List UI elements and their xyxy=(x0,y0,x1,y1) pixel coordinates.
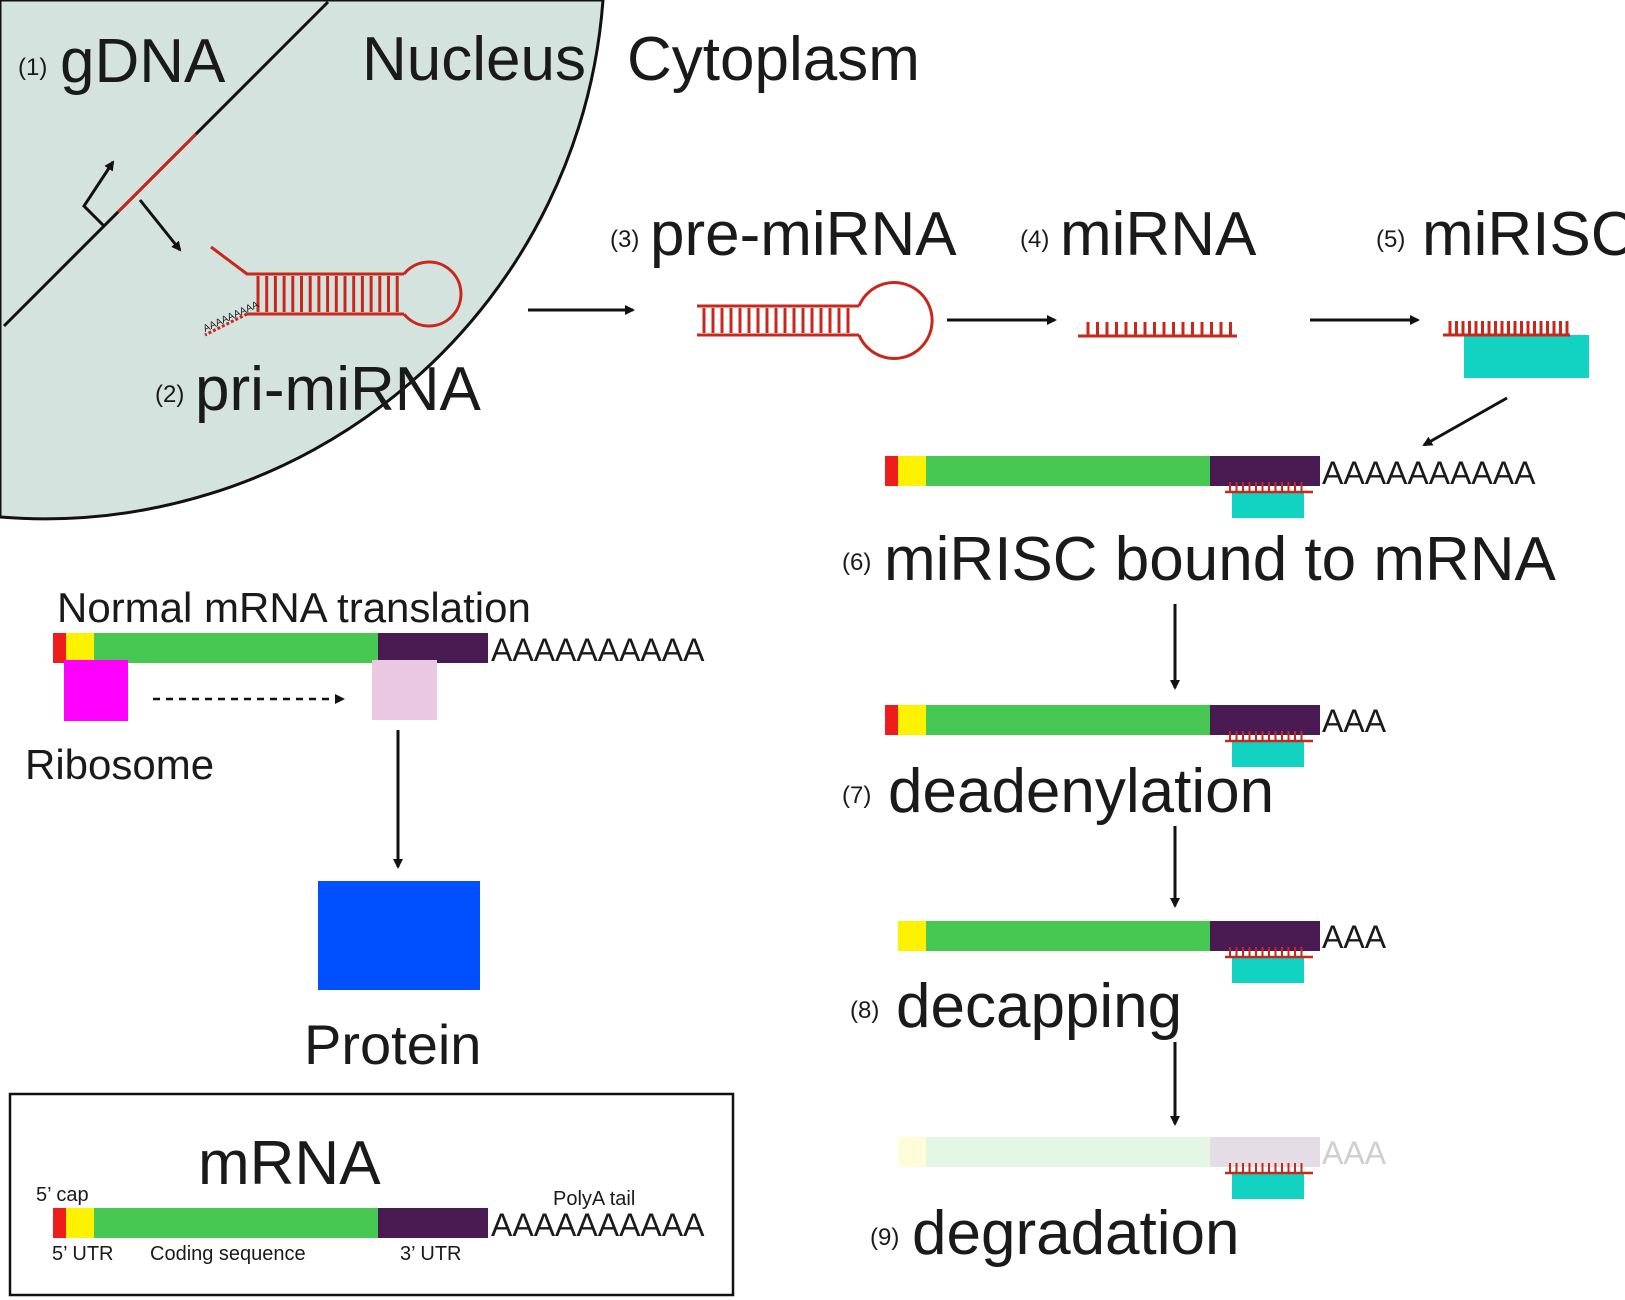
step-7-label: deadenylation xyxy=(888,757,1274,826)
ribosome-end xyxy=(372,660,437,720)
bound-utr5 xyxy=(898,456,926,486)
legend-utr3 xyxy=(378,1208,488,1238)
degraded-utr5 xyxy=(898,1137,926,1167)
deadenylated-cap xyxy=(885,705,898,735)
deadenylated-mrna xyxy=(885,705,1320,767)
bound-mrna xyxy=(885,456,1320,518)
step-7-number: (7) xyxy=(842,782,871,809)
risc-complex xyxy=(1464,335,1589,378)
pri-mirna-rungs xyxy=(256,276,399,312)
step-8-label: decapping xyxy=(896,972,1182,1041)
step-5-label: miRISC xyxy=(1422,200,1625,269)
pre-mirna-hairpin xyxy=(697,281,934,360)
legend-cap-label: 5’ cap xyxy=(36,1184,89,1206)
step-1-label: gDNA xyxy=(60,27,226,96)
step-2-label: pri-miRNA xyxy=(195,355,482,424)
protein-block xyxy=(318,881,480,990)
decapped-mrna xyxy=(898,921,1320,983)
step-3-label: pre-miRNA xyxy=(650,200,957,269)
bound-utr3 xyxy=(1210,456,1320,486)
decapped-utr5 xyxy=(898,921,926,951)
normal-polyA: AAAAAAAAAA xyxy=(491,632,705,668)
decapped-polyA: AAA xyxy=(1322,919,1387,955)
step-4-number: (4) xyxy=(1020,226,1049,253)
ribosome-start xyxy=(64,660,128,721)
deadenylated-mirna-teeth xyxy=(1229,731,1303,741)
nucleus-label: Nucleus xyxy=(362,25,586,94)
mrna-legend-box xyxy=(8,1092,735,1297)
decapped-mirna-teeth xyxy=(1229,947,1303,957)
deadenylated-cds xyxy=(926,705,1210,735)
pri-mirna-hairpin xyxy=(204,245,463,337)
normal-cap xyxy=(53,633,66,663)
bound-risc xyxy=(1232,492,1304,518)
legend-polyA: AAAAAAAAAA xyxy=(491,1207,705,1243)
decapped-risc xyxy=(1232,957,1304,983)
binding-arrow xyxy=(1422,396,1508,447)
decapped-cds xyxy=(926,921,1210,951)
normal-translation-title: Normal mRNA translation xyxy=(57,584,531,631)
ribosome-label: Ribosome xyxy=(25,741,214,788)
degraded-mirna-teeth xyxy=(1229,1163,1303,1173)
gene-segment xyxy=(116,132,198,214)
degraded-polyA: AAA xyxy=(1322,1135,1387,1171)
degraded-cds xyxy=(926,1137,1210,1167)
degraded-risc xyxy=(1232,1173,1304,1199)
legend-utr5-label: 5’ UTR xyxy=(52,1243,113,1265)
step-9-number: (9) xyxy=(870,1224,899,1251)
legend-title: mRNA xyxy=(198,1129,381,1198)
step-6-label: miRISC bound to mRNA xyxy=(884,525,1557,594)
risc-mirna-teeth xyxy=(1448,321,1569,335)
cytoplasm-label: Cytoplasm xyxy=(627,25,920,94)
step-5-number: (5) xyxy=(1376,226,1405,253)
legend-cds xyxy=(94,1208,378,1238)
deadenylated-polyA: AAA xyxy=(1322,703,1387,739)
step-6-number: (6) xyxy=(842,549,871,576)
legend-cap xyxy=(53,1208,66,1238)
bound-polyA: AAAAAAAAAA xyxy=(1322,455,1536,491)
degraded-mrna xyxy=(898,1137,1320,1199)
step-9-label: degradation xyxy=(912,1199,1240,1268)
bound-mirna-teeth xyxy=(1229,482,1303,492)
legend-cds-label: Coding sequence xyxy=(150,1243,306,1265)
nucleus-region xyxy=(0,0,605,521)
normal-mrna xyxy=(53,633,488,663)
bound-cds xyxy=(926,456,1210,486)
degraded-utr3 xyxy=(1210,1137,1320,1167)
step-1-number: (1) xyxy=(18,54,47,81)
step-2-number: (2) xyxy=(155,381,184,408)
pre-mirna-rungs xyxy=(702,308,850,333)
normal-cds xyxy=(94,633,378,663)
decapped-utr3 xyxy=(1210,921,1320,951)
deadenylated-risc xyxy=(1232,741,1304,767)
step-4-label: miRNA xyxy=(1060,200,1257,269)
mirna-teeth xyxy=(1086,322,1232,336)
legend-utr5 xyxy=(66,1208,94,1238)
deadenylated-utr5 xyxy=(898,705,926,735)
bound-cap xyxy=(885,456,898,486)
normal-utr5 xyxy=(66,633,94,663)
transcription-arrow xyxy=(138,199,182,252)
deadenylated-utr3 xyxy=(1210,705,1320,735)
promoter-arrow xyxy=(82,160,115,228)
step-3-number: (3) xyxy=(610,226,639,253)
protein-label: Protein xyxy=(304,1013,481,1076)
normal-utr3 xyxy=(378,633,488,663)
legend-polyA-label: PolyA tail xyxy=(553,1188,635,1210)
step-8-number: (8) xyxy=(850,997,879,1024)
legend-utr3-label: 3’ UTR xyxy=(400,1243,461,1265)
